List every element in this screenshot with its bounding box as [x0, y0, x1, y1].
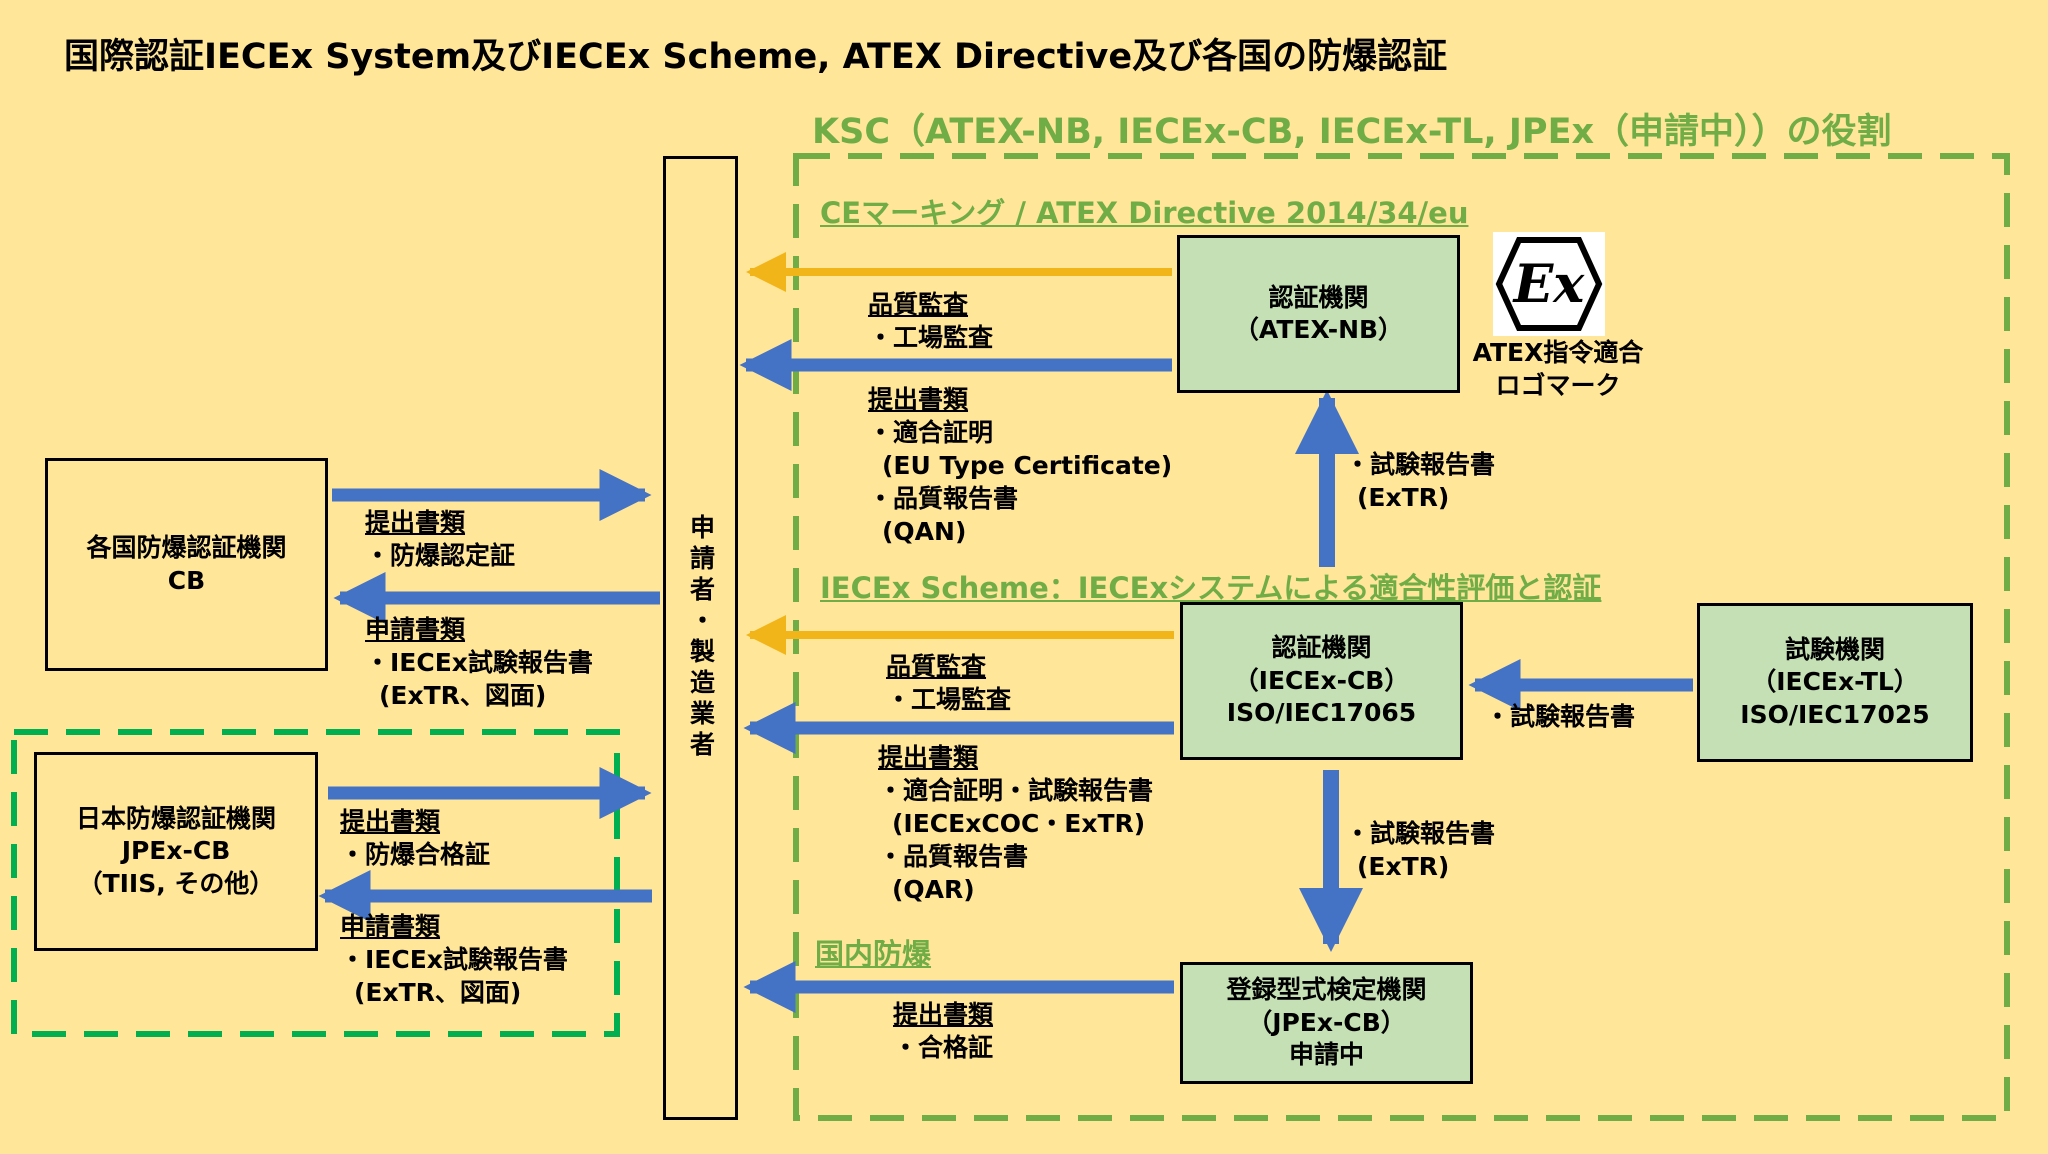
section-iecex: IECEx Scheme：IECExシステムによる適合性評価と認証 — [820, 571, 1602, 605]
ksc-role-title: KSC（ATEX-NB, IECEx-CB, IECEx-TL, JPEx（申請… — [812, 112, 1892, 152]
atex-logo-caption-line2: ロゴマーク — [1495, 371, 1621, 400]
label-line: ・工場監査 — [886, 685, 1012, 714]
label-heading: 提出書類 — [893, 1000, 994, 1029]
japan-cb-line3: （TIIS, その他） — [77, 868, 275, 898]
label-line: ・IECEx試験報告書 — [340, 945, 568, 974]
iecex-cb-line1: 認証機関 — [1271, 633, 1372, 663]
label-line: ・試験報告書 — [1345, 450, 1496, 479]
label-heading: 提出書類 — [365, 508, 466, 537]
label-iecex-extr: ・試験報告書 (ExTR) — [1345, 817, 1495, 883]
atex-logo-caption: ATEX指令適合 ロゴマーク — [1468, 336, 1648, 402]
atex-ex-logo-icon: Ex — [1493, 232, 1605, 336]
label-line: ・品質報告書 — [868, 484, 1019, 513]
label-national-submit: 提出書類 ・防爆認定証 — [365, 506, 515, 572]
national-cb-line2: CB — [167, 565, 206, 595]
label-tl-report: ・試験報告書 — [1485, 700, 1635, 733]
applicant-label: 申請者・製造業者 — [686, 514, 716, 762]
svg-text:Ex: Ex — [1512, 254, 1586, 315]
label-atex-quality: 品質監査 ・工場監査 — [868, 288, 993, 354]
label-heading: 提出書類 — [868, 385, 969, 414]
label-line: ・防爆合格証 — [340, 840, 491, 869]
label-japan-apply: 申請書類 ・IECEx試験報告書 (ExTR、図面) — [340, 910, 568, 1009]
label-atex-extr: ・試験報告書 (ExTR) — [1345, 448, 1495, 514]
japan-cb-line2: JPEx-CB — [121, 836, 231, 866]
japan-cb-box: 日本防爆認証機関 JPEx-CB （TIIS, その他） — [34, 752, 318, 951]
iecex-tl-box: 試験機関 （IECEx-TL） ISO/IEC17025 — [1697, 603, 1973, 762]
iecex-cb-box: 認証機関 （IECEx-CB） ISO/IEC17065 — [1180, 602, 1463, 760]
label-line: ・適合証明 — [868, 418, 994, 447]
label-heading: 品質監査 — [868, 290, 969, 319]
japan-region — [11, 729, 620, 1037]
iecex-tl-line1: 試験機関 — [1784, 634, 1885, 664]
label-line: (ExTR) — [1357, 483, 1450, 512]
jpex-cb-line1: 登録型式検定機関 — [1226, 975, 1427, 1005]
label-iecex-docs: 提出書類 ・適合証明・試験報告書 (IECExCOC・ExTR) ・品質報告書 … — [878, 741, 1153, 906]
jpex-cb-line2: （JPEx-CB） — [1247, 1007, 1406, 1037]
atex-nb-box: 認証機関 （ATEX-NB） — [1177, 235, 1460, 393]
national-cb-line1: 各国防爆認証機関 — [86, 533, 287, 562]
label-heading: 申請書類 — [340, 912, 441, 941]
label-heading: 品質監査 — [886, 652, 987, 681]
label-line: (ExTR) — [1357, 852, 1450, 881]
japan-cb-line1: 日本防爆認証機関 — [75, 803, 276, 833]
section-domestic: 国内防爆 — [815, 937, 932, 971]
label-line: ・試験報告書 — [1485, 702, 1636, 731]
label-line: ・品質報告書 — [878, 842, 1029, 871]
section-atex: CEマーキング / ATEX Directive 2014/34/eu — [820, 196, 1469, 230]
label-japan-submit: 提出書類 ・防爆合格証 — [340, 805, 490, 871]
label-line: ・IECEx試験報告書 — [365, 648, 593, 677]
atex-nb-line1: 認証機関 — [1268, 282, 1369, 312]
label-line: ・防爆認定証 — [365, 541, 516, 570]
iecex-cb-line2: （IECEx-CB） — [1233, 665, 1410, 695]
label-line: ・合格証 — [893, 1033, 994, 1062]
label-heading: 提出書類 — [878, 743, 979, 772]
label-line: (EU Type Certificate) — [882, 451, 1173, 480]
label-iecex-quality: 品質監査 ・工場監査 — [886, 650, 1011, 716]
iecex-tl-line2: （IECEx-TL） — [1751, 667, 1919, 697]
label-heading: 提出書類 — [340, 807, 441, 836]
label-line: ・適合証明・試験報告書 — [878, 776, 1154, 805]
label-atex-docs: 提出書類 ・適合証明 (EU Type Certificate) ・品質報告書 … — [868, 383, 1172, 548]
label-line: (ExTR、図面) — [379, 681, 547, 710]
applicant-box: 申請者・製造業者 — [663, 156, 738, 1120]
label-jpex-docs: 提出書類 ・合格証 — [893, 998, 993, 1064]
label-line: (QAN) — [882, 517, 967, 546]
label-line: (IECExCOC・ExTR) — [892, 809, 1146, 838]
label-line: ・試験報告書 — [1345, 819, 1496, 848]
iecex-cb-line3: ISO/IEC17065 — [1226, 698, 1417, 728]
jpex-cb-line3: 申請中 — [1288, 1040, 1364, 1070]
label-line: ・工場監査 — [868, 323, 994, 352]
label-national-apply: 申請書類 ・IECEx試験報告書 (ExTR、図面) — [365, 613, 593, 712]
label-heading: 申請書類 — [365, 615, 466, 644]
jpex-cb-box: 登録型式検定機関 （JPEx-CB） 申請中 — [1180, 962, 1473, 1084]
national-cb-box: 各国防爆認証機関 CB — [45, 458, 328, 671]
atex-nb-line2: （ATEX-NB） — [1233, 315, 1404, 344]
iecex-tl-line3: ISO/IEC17025 — [1740, 699, 1930, 729]
atex-logo-caption-line1: ATEX指令適合 — [1472, 338, 1644, 367]
label-line: (QAR) — [892, 875, 975, 904]
label-line: (ExTR、図面) — [354, 978, 522, 1007]
page-title: 国際認証IECEx System及びIECEx Scheme, ATEX Dir… — [64, 37, 1448, 77]
